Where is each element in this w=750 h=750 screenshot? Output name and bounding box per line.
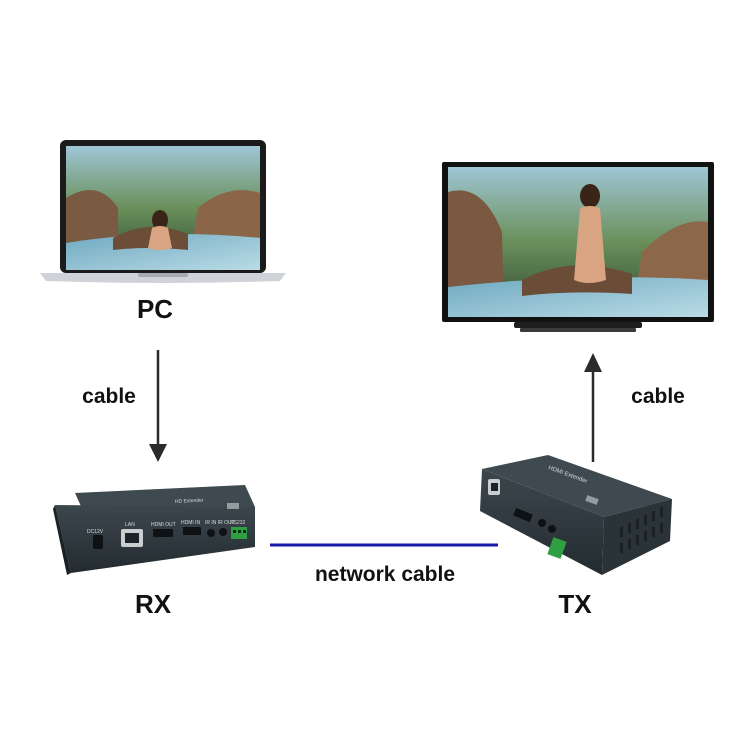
rx-port-power: DC12V bbox=[87, 529, 104, 535]
arrow-down-icon bbox=[149, 350, 167, 462]
rx-port-hdmi-out: HDMI OUT bbox=[151, 522, 176, 528]
arrow-up-icon bbox=[584, 353, 602, 462]
rx-port-hdmi-in: HDMI IN bbox=[181, 520, 201, 526]
laptop-screen-scene bbox=[66, 146, 260, 270]
cable-right-label: cable bbox=[631, 385, 685, 408]
tx-device-icon: HDMI Extender bbox=[480, 455, 672, 575]
rx-port-ir: IR IN IR OUT bbox=[205, 520, 235, 526]
tx-label: TX bbox=[558, 589, 592, 619]
rx-title-text: HD Extender bbox=[175, 497, 204, 505]
rx-device-icon: HD Extender DC12V LAN HDMI OUT HDMI IN I… bbox=[53, 485, 255, 575]
laptop-icon bbox=[40, 140, 286, 283]
rx-port-rs232: RS232 bbox=[230, 520, 246, 526]
rx-label: RX bbox=[134, 589, 172, 619]
pc-label: PC bbox=[136, 294, 174, 324]
tv-screen-scene bbox=[448, 167, 708, 317]
cable-left-label: cable bbox=[82, 385, 136, 408]
tv-icon bbox=[442, 162, 714, 332]
network-cable-line bbox=[270, 543, 498, 547]
rx-port-lan: LAN bbox=[125, 522, 135, 528]
network-cable-label: network cable bbox=[314, 563, 456, 586]
